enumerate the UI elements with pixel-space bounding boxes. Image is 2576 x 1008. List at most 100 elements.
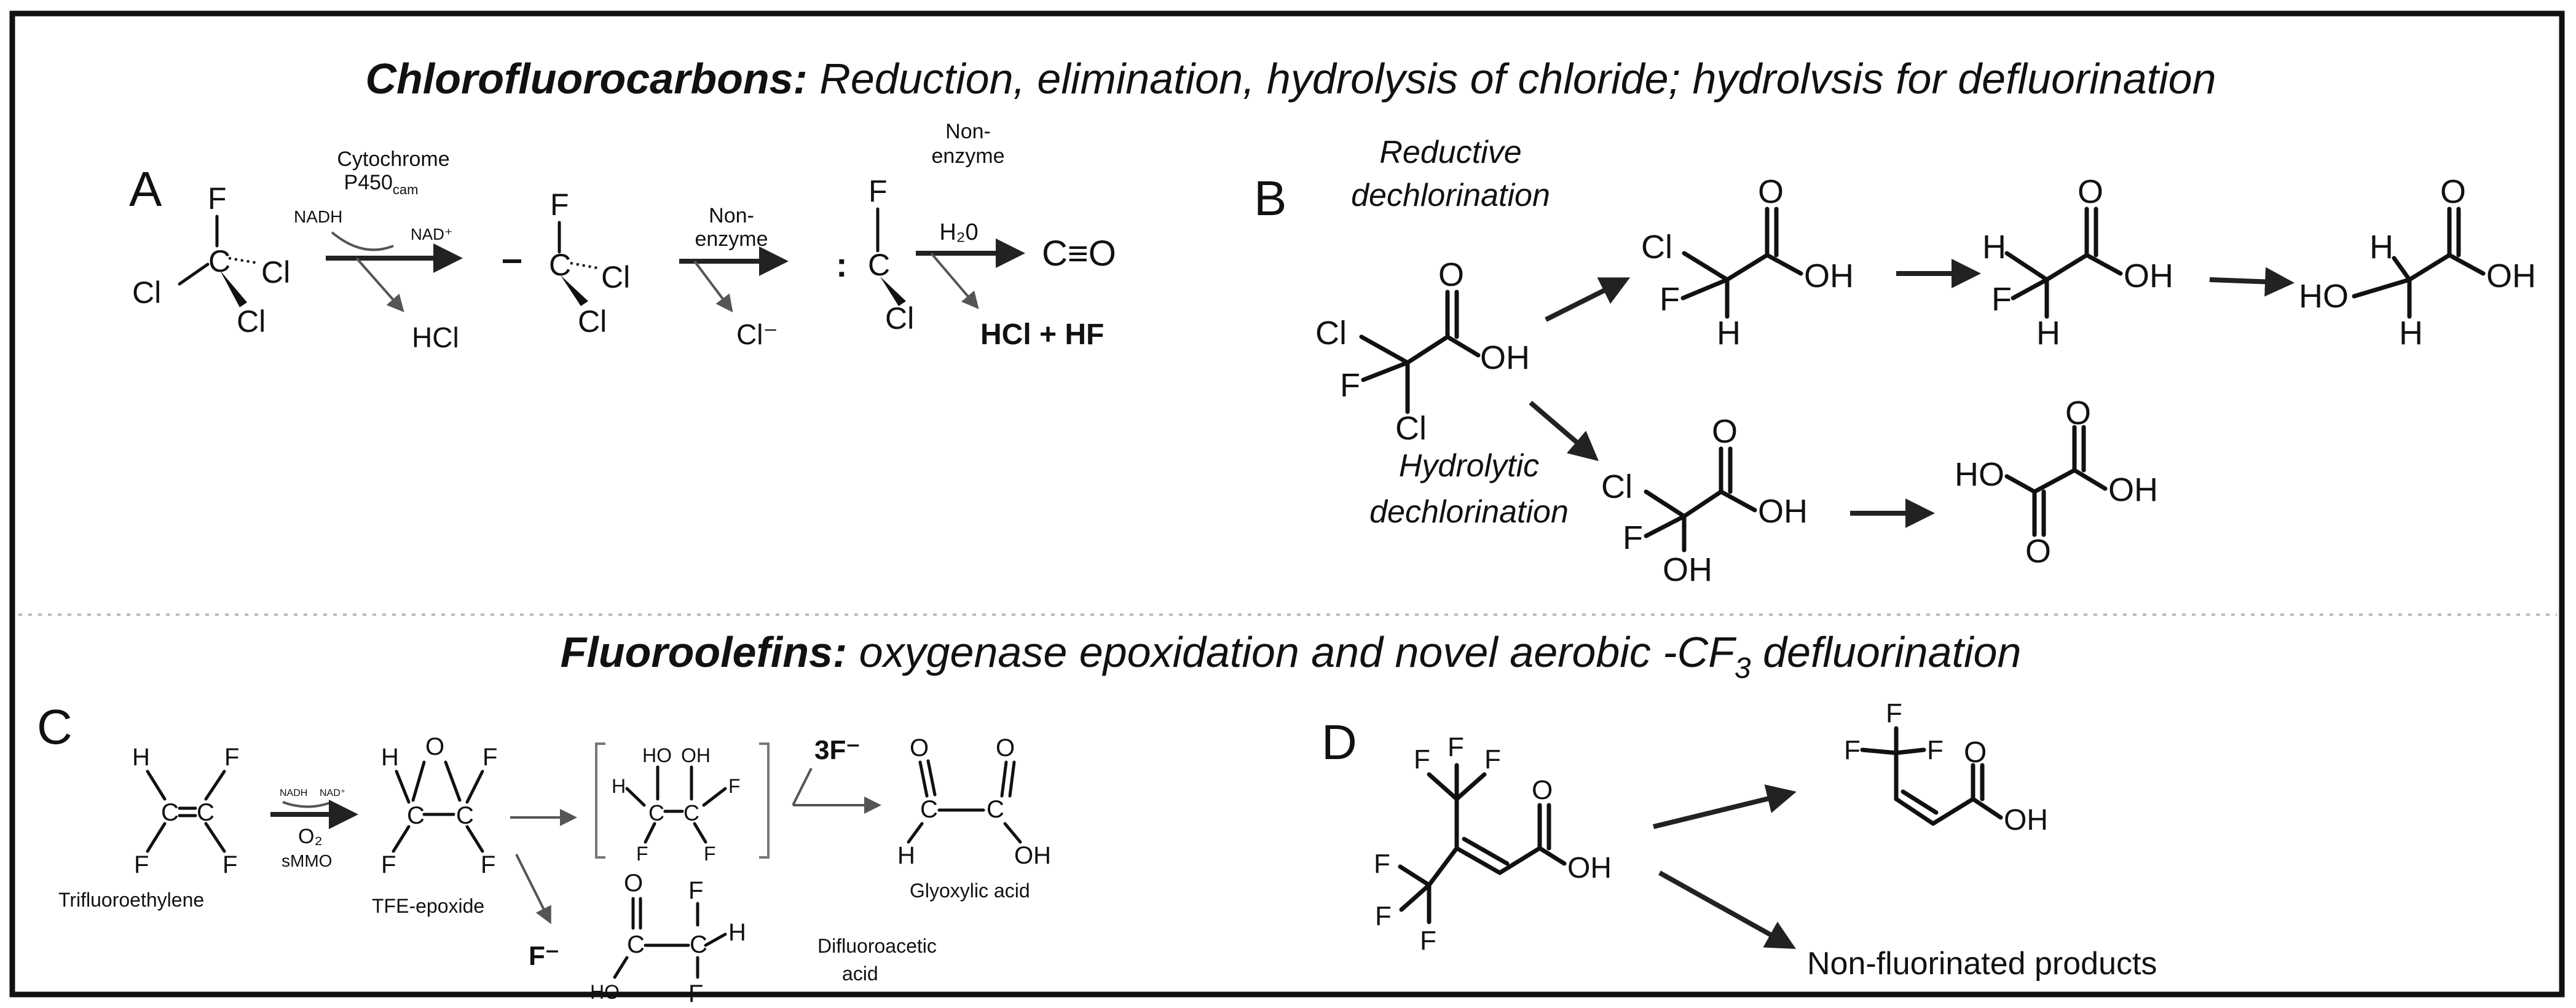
p450-step-arrow: Cytochrome P450cam NADH NAD⁺ HCl [294,148,463,353]
svg-text:F: F [636,843,648,865]
svg-text:C: C [683,800,699,825]
svg-text:HO: HO [590,981,620,1003]
svg-text:F: F [1340,367,1360,404]
svg-text:Cl: Cl [1601,468,1633,505]
svg-text:C: C [987,796,1004,823]
svg-text:C: C [868,248,890,282]
svg-text:F: F [208,181,227,216]
svg-text:TFE-epoxide: TFE-epoxide [372,895,484,917]
svg-text:F: F [1375,901,1392,931]
svg-text:F: F [1660,281,1680,318]
bis-trifluoromethyl-acrylic-acid: F F F O OH F F F [1374,732,1612,956]
svg-text:Cl: Cl [132,275,161,310]
svg-text:Cl: Cl [1641,229,1672,266]
svg-text:OH: OH [1758,493,1808,530]
svg-text:NAD⁺: NAD⁺ [411,225,453,243]
svg-text:sMMO: sMMO [282,851,332,870]
svg-text:Hydrolytic: Hydrolytic [1399,448,1539,484]
svg-text:C: C [197,799,215,826]
svg-text:OH: OH [2124,258,2173,294]
svg-text:OH: OH [1480,339,1530,376]
svg-text:H: H [2399,315,2423,352]
svg-text:OH: OH [681,744,711,766]
svg-text:F: F [481,851,495,878]
svg-text:C: C [456,802,474,829]
svg-text:OH: OH [2004,804,2048,837]
svg-text:F: F [1991,281,2012,318]
cfcl2-radical: F C Cl Cl [503,187,630,339]
cfcl-carbene: : F C Cl [836,174,914,336]
svg-text:OH: OH [2108,471,2158,508]
svg-text:H: H [132,744,150,771]
svg-text:dechlorination: dechlorination [1369,494,1569,530]
bottom-title-bold: Fluoroolefins: [561,628,848,676]
svg-text:Cytochrome: Cytochrome [337,148,449,171]
top-title-rest: Reduction, elimination, hydrolysis of ch… [808,55,2216,103]
svg-text:F: F [223,851,237,878]
svg-text:F: F [688,877,703,904]
svg-text:F: F [483,744,497,771]
oxalic-acid: HO O O OH [1955,395,2158,570]
bottom-title-sub: 3 [1735,652,1751,685]
svg-text:OH: OH [1567,852,1612,884]
svg-text:H: H [897,842,915,869]
svg-text:C: C [627,931,645,958]
svg-text:P450cam: P450cam [344,171,419,197]
svg-text:Cl: Cl [1315,315,1347,352]
svg-text:Cl: Cl [237,304,266,339]
panel-label-d: D [1321,715,1357,770]
svg-text:H: H [381,744,399,771]
svg-text:HCl: HCl [412,321,459,353]
chlorofluoroacetic-acid: Cl F H O OH [1641,173,1854,352]
svg-text:Cl: Cl [885,301,914,336]
svg-text:F: F [1927,735,1944,765]
svg-text:F: F [381,851,396,878]
svg-text:HO: HO [1955,456,2004,493]
cfcl3-molecule: F C Cl Cl Cl [132,181,290,339]
svg-text:Cl: Cl [261,255,290,289]
svg-text:C≡O: C≡O [1042,234,1116,274]
panel-c: H F C C F F Trifluoroethylene NADH NAD⁺ … [58,733,1051,1007]
svg-text:F: F [1623,519,1643,556]
bottom-title-rest: oxygenase epoxidation and novel aerobic … [847,628,1737,676]
difluoroacetic-acid: O C C H F F HO Difluoroacetic acid [590,870,937,1007]
svg-text:F: F [1886,698,1902,728]
svg-text:HO: HO [642,744,672,766]
svg-text:Difluoroacetic: Difluoroacetic [817,935,937,957]
svg-text:F: F [1414,744,1430,774]
svg-text:3F⁻: 3F⁻ [814,735,861,765]
svg-text:F: F [688,980,703,1007]
svg-text:O: O [1438,256,1464,293]
svg-text:F: F [1420,926,1436,956]
svg-text:C: C [920,796,938,823]
defluorination-step: 3F⁻ [792,735,881,814]
svg-text:O: O [2065,395,2091,431]
svg-text:F: F [550,187,569,222]
svg-text:F⁻: F⁻ [529,941,559,971]
svg-text::: : [836,245,848,284]
svg-text:F: F [134,851,149,878]
svg-text:O: O [1712,413,1738,450]
figure-border [9,10,2565,998]
svg-text:O: O [996,734,1015,762]
top-title: Chlorofluorocarbons: Reduction, eliminat… [365,55,2216,103]
svg-text:F: F [1484,744,1501,774]
svg-text:Cl: Cl [578,304,607,339]
svg-text:NADH: NADH [294,207,342,226]
svg-text:H: H [612,775,626,797]
dichlorofluoroacetic-acid: Cl F Cl O OH [1315,256,1530,447]
nonfluorinated-products-label: Non-fluorinated products [1807,946,2157,982]
svg-text:H: H [1717,315,1741,352]
svg-text:OH: OH [1663,551,1712,588]
svg-text:C: C [549,248,571,282]
svg-text:C: C [208,244,230,278]
svg-text:H₂0: H₂0 [939,219,978,245]
chlorofluorohydroxyacetic-acid: Cl F OH O OH [1601,413,1808,588]
svg-text:Reductive: Reductive [1379,135,1521,170]
svg-text:dechlorination: dechlorination [1351,178,1550,213]
svg-text:H: H [2369,229,2393,266]
svg-text:NADH: NADH [280,788,307,798]
svg-text:F: F [728,775,741,797]
panel-a: F C Cl Cl Cl Cytochrome P450cam NADH NAD… [132,120,1116,353]
